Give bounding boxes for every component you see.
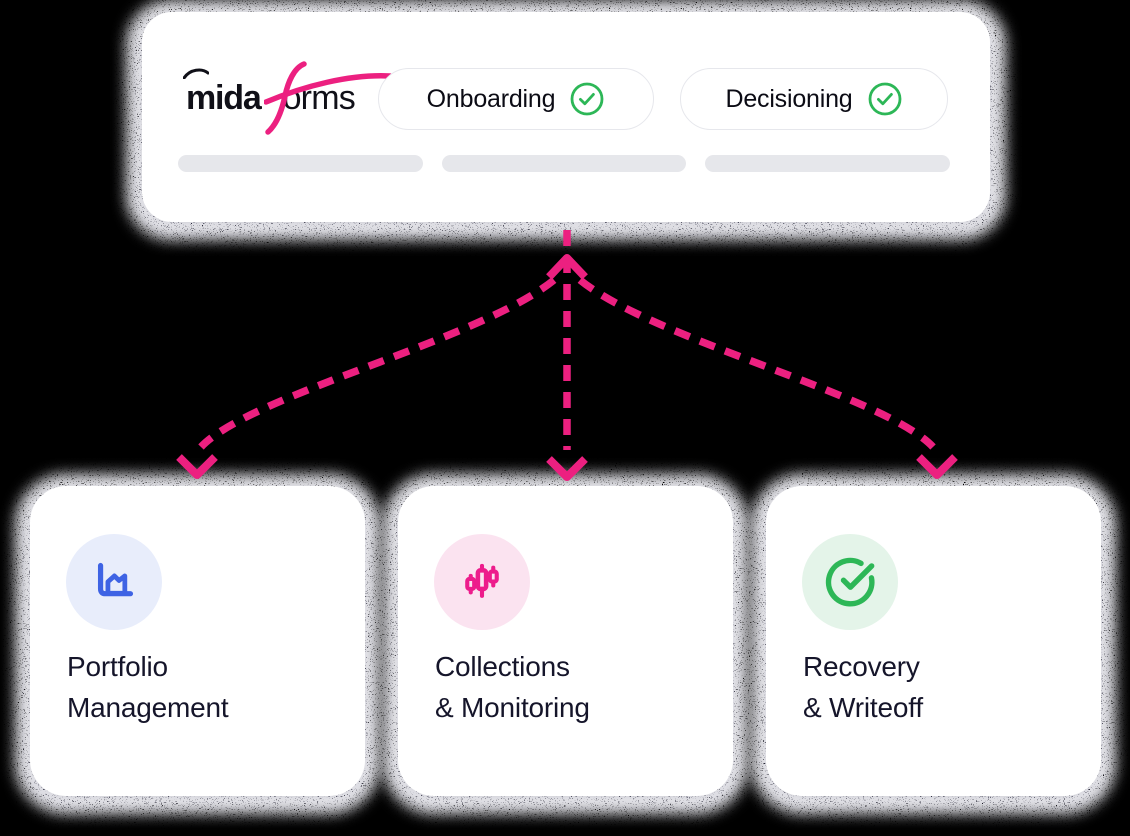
icon-circle-blue xyxy=(66,534,162,630)
portfolio-management-card[interactable]: Portfolio Management xyxy=(30,486,365,796)
decisioning-pill-label: Decisioning xyxy=(725,84,853,113)
down-arrowhead-icon xyxy=(916,454,958,479)
up-arrowhead-icon xyxy=(546,254,588,280)
icon-circle-pink xyxy=(434,534,530,630)
area-chart-icon xyxy=(97,562,134,597)
card-title-line1: Portfolio xyxy=(67,651,168,682)
check-circle-icon xyxy=(825,557,875,607)
logo-text-mida: mida xyxy=(186,79,262,117)
card-title-line1: Recovery xyxy=(803,651,920,682)
card-title-line2: & Writeoff xyxy=(803,692,923,723)
midaforms-app-card: mida orms Onboarding Decisioning xyxy=(142,12,990,222)
collections-monitoring-card[interactable]: Collections & Monitoring xyxy=(398,486,733,796)
midaforms-logo: mida orms xyxy=(183,61,393,135)
left-arrow-curve xyxy=(198,277,557,450)
candlestick-chart-icon xyxy=(465,563,499,598)
logo-m-accent-swoosh xyxy=(183,68,209,79)
skeleton-bar xyxy=(441,155,687,172)
skeleton-bar xyxy=(178,155,423,172)
check-circle-icon xyxy=(570,82,604,116)
card-title-line2: & Monitoring xyxy=(435,692,590,723)
down-arrowhead-icon xyxy=(546,456,588,481)
recovery-writeoff-card[interactable]: Recovery & Writeoff xyxy=(766,486,1101,796)
card-title: Recovery & Writeoff xyxy=(803,646,923,728)
card-title: Collections & Monitoring xyxy=(435,646,590,728)
card-title: Portfolio Management xyxy=(67,646,229,728)
logo-script-f-icon xyxy=(264,61,393,135)
onboarding-pill[interactable]: Onboarding xyxy=(378,68,654,130)
skeleton-placeholder-row xyxy=(178,155,951,172)
right-arrow-curve xyxy=(577,277,936,450)
decisioning-pill[interactable]: Decisioning xyxy=(680,68,948,130)
onboarding-pill-label: Onboarding xyxy=(426,84,556,113)
card-title-line2: Management xyxy=(67,692,229,723)
icon-circle-green xyxy=(802,534,898,630)
check-circle-icon xyxy=(868,82,901,116)
down-arrowhead-icon xyxy=(176,454,218,479)
skeleton-bar xyxy=(705,155,951,172)
card-title-line1: Collections xyxy=(435,651,570,682)
